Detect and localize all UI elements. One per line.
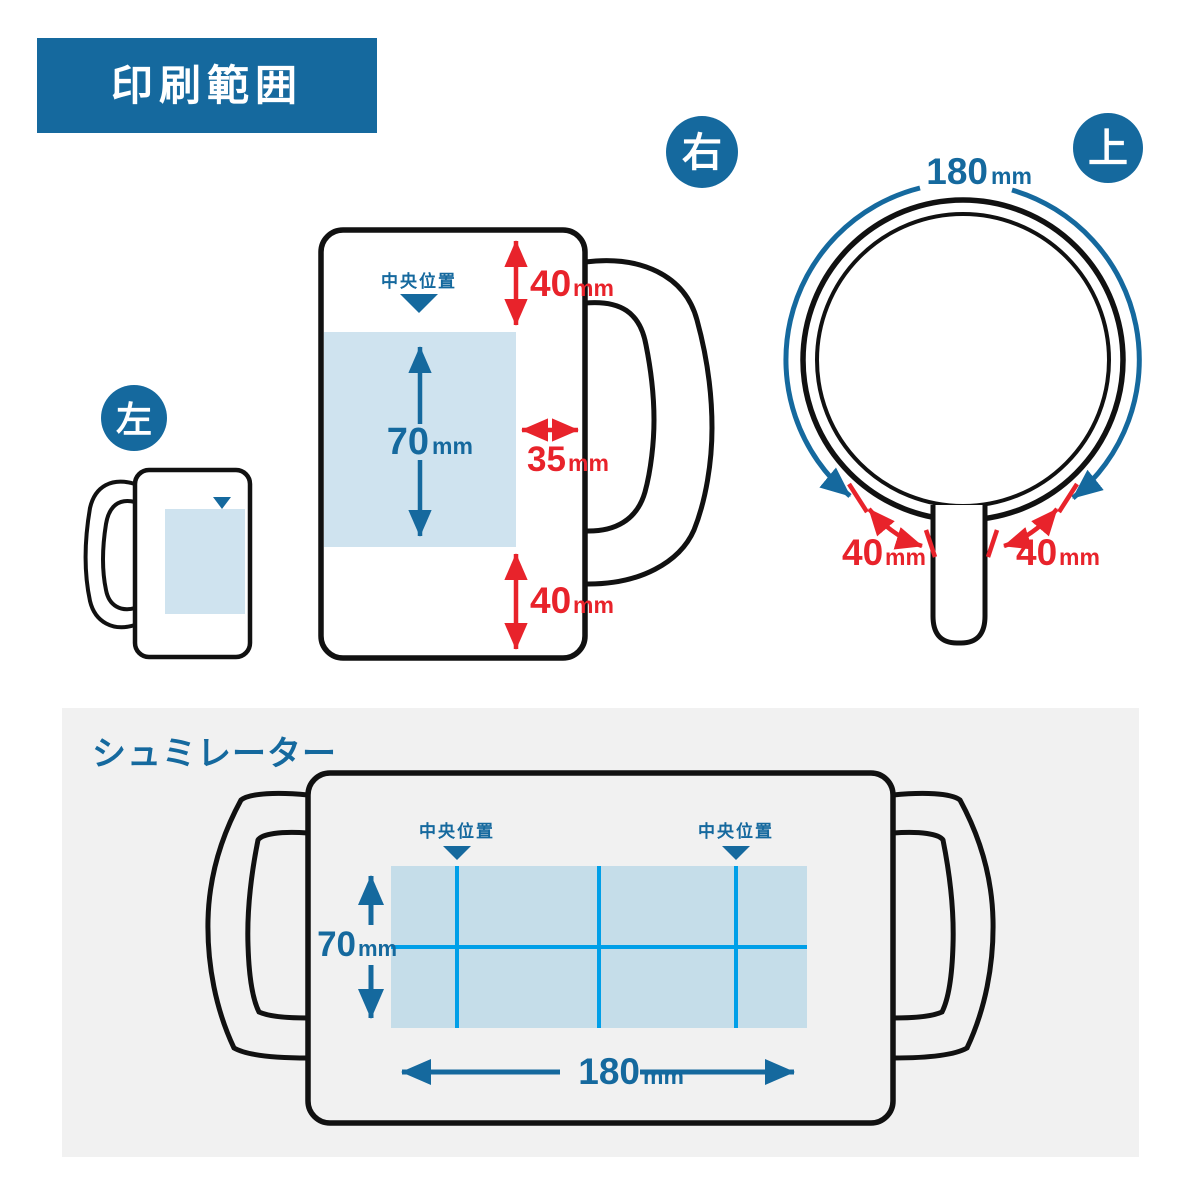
sim-right-handle-inner [890,829,956,1021]
left-view-badge-label: 左 [116,399,152,440]
simulator-title: シュミレーター [92,735,337,773]
header-box [37,38,377,133]
sim-width-unit: mm [643,1063,684,1089]
top-view-badge [1073,113,1143,183]
left-mug-handle-outer [83,479,137,630]
right-mug-handle-outer [582,258,715,587]
top-margin-unit: mm [573,275,614,301]
mug-rim-outer [800,197,1126,523]
circumference-arc-left [783,185,921,498]
bottom-margin-unit: mm [573,592,614,618]
top-view-badge-label: 上 [1088,127,1128,171]
left-view: 左 [83,385,253,660]
left-wrap-unit: mm [885,544,926,570]
wrap-tick-right-outer [1057,482,1079,514]
left-wrap-arrow [867,507,923,550]
right-view-badge-label: 右 [682,131,722,175]
sim-height-unit: mm [358,936,397,961]
handle-gap-value: 35 [527,440,566,479]
circumference-value: 180 [926,151,988,192]
right-view-badge [666,116,738,188]
bottom-margin-value: 40 [530,580,571,621]
right-wrap-unit: mm [1059,544,1100,570]
print-height-unit: mm [432,433,473,459]
sim-left-handle-outer [205,790,311,1061]
page-title: 印刷範囲 [111,62,303,109]
sim-height-value: 70 [317,925,356,964]
sim-width-value: 180 [578,1051,640,1092]
left-wrap-value: 40 [842,532,883,573]
sim-center-label-left: 中央位置 [419,821,495,841]
simulator: シュミレーター 中央位置 中央位置 70 mm 180 mm [62,708,1139,1157]
right-center-label: 中央位置 [381,271,457,291]
right-view: 右 中央位置 40 mm 70 mm 35 mm 40 mm [318,116,738,661]
circumference-arc-right [1011,187,1142,500]
handle-gap-unit: mm [568,450,609,476]
top-handle [930,505,988,646]
circumference-unit: mm [991,163,1032,189]
top-margin-value: 40 [530,263,571,304]
sim-center-label-right: 中央位置 [698,821,774,841]
left-center-marker-triangle [213,497,231,509]
left-print-area [165,509,245,614]
sim-right-handle-outer [890,790,996,1061]
sim-center-triangle-right [722,846,750,860]
wrap-tick-left-inner [923,529,938,558]
left-mug-handle-inner [101,499,137,612]
right-center-marker-triangle [400,294,438,313]
top-view: 上 180 mm 40 mm 40 mm [783,113,1143,646]
right-mug-handle-inner [582,300,657,534]
wrap-tick-right-inner [985,529,1000,558]
left-view-badge [101,385,167,451]
header: 印刷範囲 [37,38,377,133]
print-height-value: 70 [387,421,429,463]
wrap-tick-left-outer [847,482,869,514]
right-wrap-value: 40 [1016,532,1057,573]
sim-center-triangle-left [443,846,471,860]
right-wrap-arrow [1003,507,1059,550]
sim-left-handle-inner [245,829,311,1021]
